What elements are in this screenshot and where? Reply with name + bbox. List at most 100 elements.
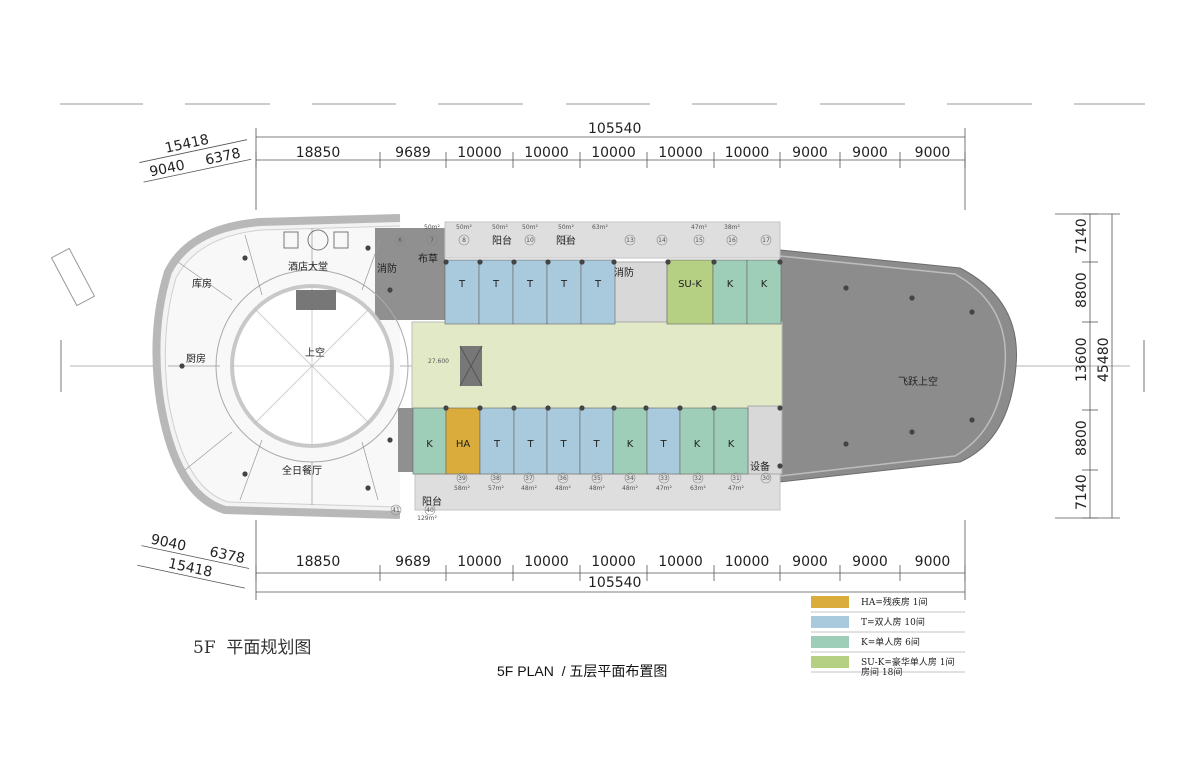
side-note-left — [60, 340, 62, 392]
dim-overall-bottom: 105540 — [588, 575, 641, 591]
column-14 — [477, 405, 483, 411]
dim-left-bottom-b: 6378 — [208, 544, 246, 567]
label-balcony-top-1: 阳台 — [492, 234, 512, 247]
dim-right-seg-1: 7140 — [1074, 218, 1090, 254]
core-top-left — [375, 228, 445, 320]
label-fire-mid: 消防 — [614, 266, 634, 279]
radial-grid — [168, 228, 381, 505]
dim-seg-9: 9000 — [852, 145, 888, 161]
label-lobby: 酒店大堂 — [288, 260, 328, 273]
legend-label-1: HA=残疾房 1间 — [861, 596, 927, 608]
room-number-bottom-ring-2 — [424, 504, 436, 516]
room-top-1 — [444, 259, 480, 325]
room-number-bottom-9: 33 — [660, 475, 668, 482]
room-bottom-9 — [679, 407, 715, 475]
label-dining: 全日餐厅 — [282, 464, 322, 477]
room-number-top-ring-1 — [394, 234, 406, 246]
room-bottom-label-7: K — [627, 439, 634, 450]
plan-title: 5F 平面规划图 — [193, 638, 312, 658]
dim-right-seg-2: 8800 — [1074, 272, 1090, 308]
column-19 — [643, 405, 649, 411]
room-number-bottom-ring-5 — [523, 472, 535, 484]
column-18 — [611, 405, 617, 411]
room-bottom-7 — [612, 407, 648, 475]
column-1 — [443, 259, 449, 265]
dim-seg-3: 10000 — [457, 554, 502, 570]
room-number-bottom-4: 38 — [492, 475, 500, 482]
room-bottom-label-1: K — [426, 439, 433, 450]
label-atrium: 上空 — [305, 346, 325, 359]
room-top-4 — [546, 259, 582, 325]
column-26 — [777, 463, 783, 469]
room-top-8 — [746, 259, 782, 325]
room-number-bottom-12: 30 — [762, 475, 770, 482]
column-16 — [545, 405, 551, 411]
dim-right-seg-3: 13600 — [1074, 337, 1090, 382]
core-bottom-left — [398, 408, 416, 472]
room-top-2 — [478, 259, 514, 325]
column-28 — [387, 437, 393, 443]
dim-seg-9: 9000 — [852, 554, 888, 570]
area-top-2: 50m² — [456, 224, 472, 231]
column-13 — [443, 405, 449, 411]
room-number-top-2: 7 — [430, 237, 434, 244]
room-number-top-ring-2 — [426, 234, 438, 246]
column-7 — [665, 259, 671, 265]
room-number-bottom-7: 35 — [593, 475, 601, 482]
area-top-3: 50m² — [492, 224, 508, 231]
room-number-top-ring-6 — [624, 234, 636, 246]
balcony-strip-top — [444, 221, 781, 259]
room-bottom-label-6: T — [592, 439, 600, 450]
dim-seg-6: 10000 — [658, 554, 703, 570]
column-21 — [711, 405, 717, 411]
room-number-bottom-10: 32 — [694, 475, 702, 482]
plan-caption: 5F PLAN / 五层平面布置图 — [497, 663, 668, 679]
area-bottom-2: 58m² — [454, 485, 470, 492]
room-bottom-label-4: T — [526, 439, 534, 450]
room-number-top-ring-8 — [693, 234, 705, 246]
column-33 — [365, 245, 371, 251]
room-number-top-4: 10 — [526, 237, 534, 244]
legend-swatch-3 — [811, 636, 849, 648]
room-number-bottom-ring-8 — [624, 472, 636, 484]
legend-swatch-4 — [811, 656, 849, 668]
column-10 — [843, 285, 849, 291]
dim-left-top-a: 9040 — [148, 157, 186, 180]
dim-right-seg-5: 7140 — [1074, 474, 1090, 510]
room-number-top-5: 12 — [562, 237, 570, 244]
column-4 — [545, 259, 551, 265]
dim-seg-4: 10000 — [524, 145, 569, 161]
legend-label-4: SU-K=豪华单人房 1间 — [861, 656, 955, 668]
column-25 — [969, 417, 975, 423]
room-number-top-ring-10 — [760, 234, 772, 246]
label-storage: 库房 — [192, 277, 212, 290]
room-number-top-8: 15 — [695, 237, 703, 244]
area-top-1: 50m² — [424, 224, 440, 231]
room-top-label-5: T — [594, 279, 602, 290]
room-number-top-10: 17 — [762, 237, 770, 244]
room-bottom-6 — [579, 407, 614, 475]
area-top-5: 50m² — [558, 224, 574, 231]
room-bottom-label-8: T — [659, 439, 667, 450]
column-22 — [777, 405, 783, 411]
area-bottom-9: 63m² — [690, 485, 706, 492]
area-top-4: 50m² — [522, 224, 538, 231]
room-bottom-label-9: K — [694, 439, 701, 450]
room-number-bottom-ring-10 — [692, 472, 704, 484]
room-bottom-2 — [445, 407, 481, 475]
dimension-left-top: 15418 9040 6378 — [139, 132, 252, 183]
room-top-6 — [666, 259, 714, 325]
area-top-7: 47m² — [691, 224, 707, 231]
dim-seg-10: 9000 — [915, 145, 951, 161]
stair-bottom — [747, 405, 783, 475]
room-bottom-label-10: K — [728, 439, 735, 450]
room-number-bottom-11: 31 — [732, 475, 740, 482]
void-area — [779, 249, 1018, 483]
room-number-top-7: 14 — [658, 237, 666, 244]
column-17 — [579, 405, 585, 411]
room-number-top-ring-4 — [524, 234, 536, 246]
